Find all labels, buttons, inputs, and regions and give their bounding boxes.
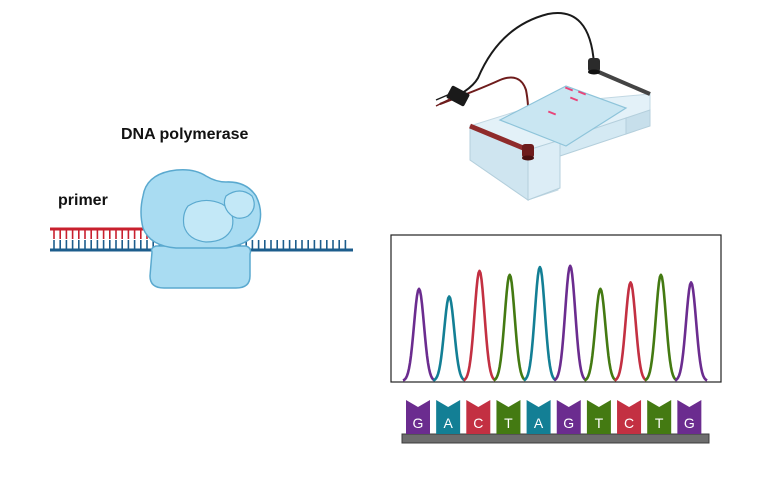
base-tag-c: C [617, 400, 642, 434]
peak-c [462, 269, 497, 382]
base-letter: A [443, 415, 453, 431]
black-lead-wire [439, 12, 595, 105]
base-tag-c: C [466, 400, 491, 434]
base-letter: T [595, 415, 604, 431]
base-tag-t: T [586, 400, 611, 434]
base-letter: G [684, 415, 695, 431]
dna-replication-panel: DNA polymerase primer [50, 126, 353, 289]
peak-t [644, 273, 678, 382]
base-letter: G [563, 415, 574, 431]
base-tag-g: G [556, 400, 581, 434]
chromatogram [390, 234, 722, 383]
chromatogram-peaks [402, 264, 708, 382]
peak-a [432, 295, 466, 382]
peak-g [674, 281, 708, 382]
base-letter: C [473, 415, 483, 431]
base-letter: A [534, 415, 544, 431]
base-tag-a: A [526, 400, 551, 434]
base-tag-t: T [647, 400, 672, 434]
dna-polymerase-label: DNA polymerase [121, 126, 249, 143]
base-letter: G [413, 415, 424, 431]
gel-electrophoresis-apparatus [435, 12, 651, 201]
peak-t [493, 273, 527, 382]
base-tag-g: G [677, 400, 702, 434]
base-tag-t: T [496, 400, 521, 434]
peak-a [523, 265, 557, 382]
sequence-bar [401, 433, 710, 444]
base-tag-a: A [436, 400, 461, 434]
base-tag-g: G [406, 400, 430, 434]
peak-g [553, 264, 587, 382]
lead-plug-icon [435, 85, 470, 107]
base-letter: C [624, 415, 634, 431]
base-letter: T [655, 415, 664, 431]
peak-g [402, 287, 436, 382]
base-letter: T [504, 415, 513, 431]
red-electrode-icon [522, 144, 534, 161]
dna-polymerase-enzyme [140, 169, 262, 289]
gel-slab [498, 85, 628, 147]
peak-c [614, 281, 648, 382]
black-electrode-icon [588, 58, 600, 75]
peak-t [583, 287, 617, 382]
primer-label: primer [58, 192, 108, 209]
